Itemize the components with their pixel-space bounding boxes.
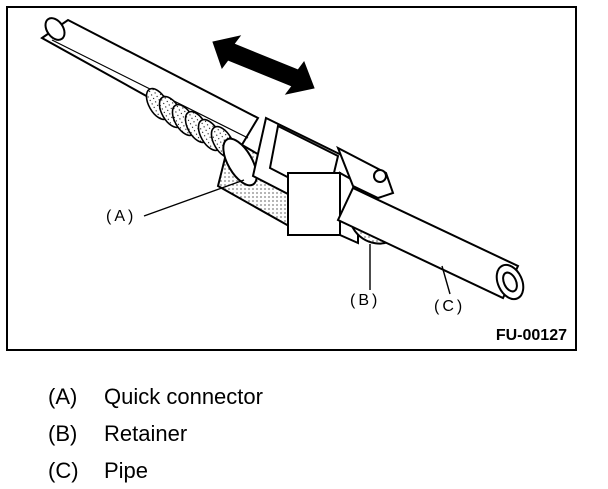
callout-a: (A)	[106, 208, 137, 225]
hose-corrugations	[145, 87, 236, 159]
legend-item: (B) Retainer	[48, 415, 263, 452]
leader-line-a	[143, 179, 245, 217]
callout-b: (B)	[350, 292, 381, 309]
legend-text: Retainer	[104, 420, 188, 446]
movement-arrow	[212, 35, 315, 95]
pipe	[336, 186, 525, 301]
leader-lines	[143, 179, 451, 295]
quick-connector-illustration	[40, 17, 525, 301]
legend-text: Quick connector	[104, 383, 263, 409]
legend: (A) Quick connector (B) Retainer (C) Pip…	[48, 378, 263, 489]
legend-key: (B)	[48, 420, 78, 446]
fuel-tube-left	[40, 17, 260, 150]
figure-id-label: FU-00127	[495, 327, 567, 344]
figure-frame: (A) (B) (C) FU-00127	[6, 6, 577, 351]
legend-key: (A)	[48, 383, 78, 409]
leader-line-c	[441, 265, 451, 295]
callout-c: (C)	[434, 298, 466, 315]
legend-item: (A) Quick connector	[48, 378, 263, 415]
legend-item: (C) Pipe	[48, 452, 263, 489]
legend-text: Pipe	[104, 457, 149, 483]
legend-key: (C)	[48, 457, 79, 483]
